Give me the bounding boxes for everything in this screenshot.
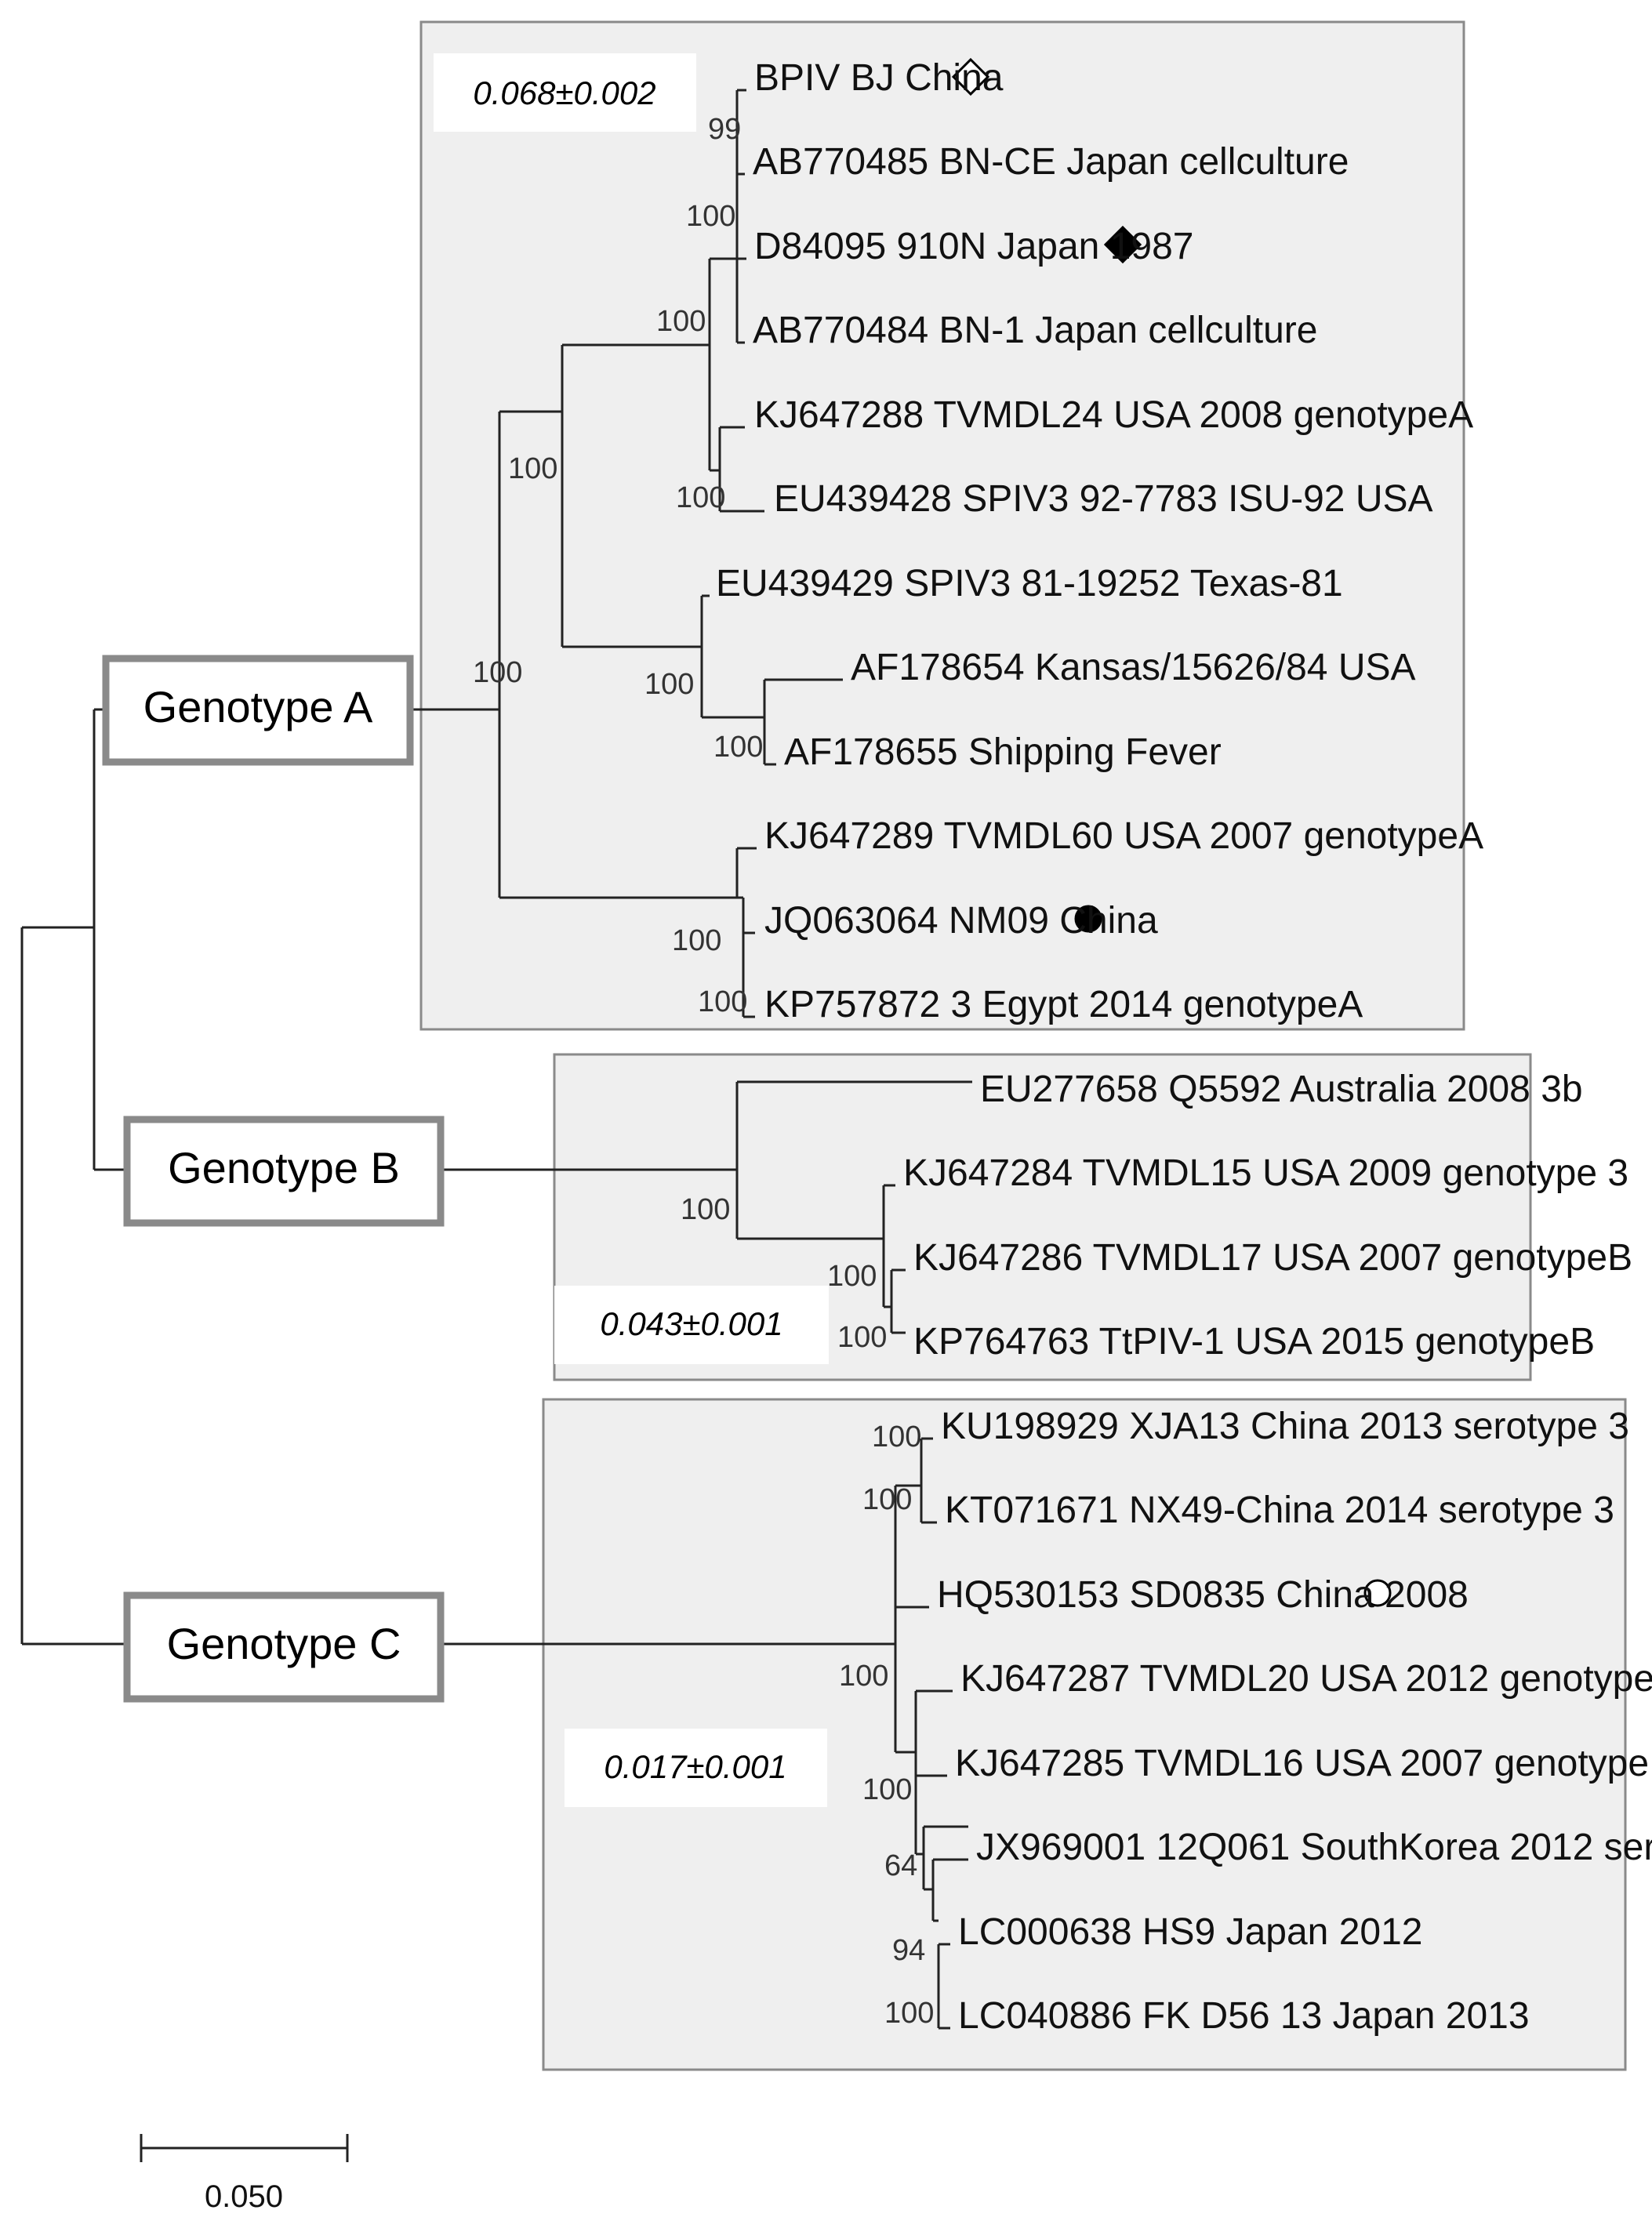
bootstrap-value: 100 — [686, 200, 735, 233]
bootstrap-value: 100 — [884, 1997, 934, 2030]
leaf-label: KJ647286 TVMDL17 USA 2007 genotypeB — [913, 1237, 1632, 1279]
leaf-label: AF178654 Kansas/15626/84 USA — [851, 647, 1416, 688]
distance-label-a: 0.068±0.002 — [473, 74, 655, 111]
leaf-label: KJ647285 TVMDL16 USA 2007 genotype C — [955, 1743, 1652, 1784]
leaf-label: D84095 910N Japan 1987 — [754, 226, 1193, 267]
bootstrap-value: 100 — [698, 985, 747, 1018]
genotype-a-box — [102, 655, 414, 766]
genotype-c-box — [123, 1591, 445, 1703]
leaf-label: EU277658 Q5592 Australia 2008 3b — [980, 1069, 1583, 1110]
scale-bar — [140, 2134, 349, 2162]
leaf-label: HQ530153 SD0835 China 2008 — [937, 1574, 1469, 1616]
distance-box-b — [554, 1286, 829, 1364]
leaf-label: KJ647288 TVMDL24 USA 2008 genotypeA — [754, 394, 1473, 436]
bootstrap-value: 100 — [872, 1421, 921, 1453]
leaf-label: AB770485 BN-CE Japan cellculture — [753, 141, 1349, 183]
leaf-label: KJ647284 TVMDL15 USA 2009 genotype 3 — [903, 1152, 1628, 1194]
leaf-label: KU198929 XJA13 China 2013 serotype 3 — [941, 1406, 1629, 1447]
bootstrap-value: 100 — [656, 305, 706, 338]
leaf-label: LC040886 FK D56 13 Japan 2013 — [958, 1995, 1530, 2037]
bootstrap-value: 64 — [884, 1849, 917, 1882]
distance-box-a — [434, 53, 696, 132]
tree-branches — [20, 89, 972, 2030]
leaf-label: KT071671 NX49-China 2014 serotype 3 — [945, 1490, 1614, 1531]
leaf-label: KP757872 3 Egypt 2014 genotypeA — [764, 984, 1363, 1025]
leaf-label: BPIV BJ China — [754, 57, 1004, 99]
genotype-b-box — [123, 1116, 445, 1227]
leaf-label: KP764763 TtPIV-1 USA 2015 genotypeB — [913, 1321, 1595, 1363]
bootstrap-value: 100 — [681, 1193, 730, 1226]
bootstrap-value: 100 — [837, 1321, 887, 1354]
leaf-label: EU439428 SPIV3 92-7783 ISU-92 USA — [774, 478, 1433, 520]
bootstrap-value: 99 — [708, 113, 741, 146]
open-diamond-icon — [951, 57, 990, 96]
leaf-label: LC000638 HS9 Japan 2012 — [958, 1911, 1422, 1953]
bootstrap-value: 94 — [892, 1934, 925, 1967]
bootstrap-value: 100 — [508, 452, 557, 485]
bootstrap-value: 100 — [862, 1773, 912, 1806]
bootstrap-value: 100 — [672, 924, 721, 957]
genotype-b-label: Genotype B — [168, 1143, 400, 1192]
open-circle-icon — [1363, 1579, 1392, 1607]
genotype-a-label: Genotype A — [143, 682, 373, 731]
bootstrap-value: 100 — [473, 656, 522, 689]
filled-circle-icon — [1074, 905, 1102, 933]
bootstrap-value: 100 — [644, 668, 694, 701]
leaf-label: JQ063064 NM09 China — [764, 900, 1158, 942]
distance-box-c — [565, 1729, 827, 1807]
bootstrap-value: 100 — [676, 481, 725, 514]
scale-bar-label: 0.050 — [205, 2179, 283, 2214]
filled-diamond-icon — [1103, 225, 1142, 264]
bootstrap-value: 100 — [862, 1483, 912, 1516]
leaf-label: KJ647289 TVMDL60 USA 2007 genotypeA — [764, 815, 1483, 857]
bootstrap-value: 100 — [827, 1260, 877, 1293]
genotype-c-label: Genotype C — [167, 1619, 401, 1668]
leaf-label: KJ647287 TVMDL20 USA 2012 genotype C — [960, 1658, 1652, 1700]
leaf-markers — [951, 57, 1392, 1607]
bootstrap-value: 100 — [713, 731, 763, 764]
genotype-a-panel — [419, 20, 1465, 1031]
leaf-label: AB770484 BN-1 Japan cellculture — [753, 310, 1317, 351]
leaf-label: AF178655 Shipping Fever — [784, 731, 1222, 773]
distance-label-b: 0.043±0.001 — [600, 1305, 782, 1342]
leaf-label: EU439429 SPIV3 81-19252 Texas-81 — [716, 563, 1343, 604]
distance-label-c: 0.017±0.001 — [604, 1748, 786, 1785]
leaf-label: JX969001 12Q061 SouthKorea 2012 serotype… — [976, 1827, 1652, 1868]
bootstrap-value: 100 — [839, 1660, 888, 1693]
